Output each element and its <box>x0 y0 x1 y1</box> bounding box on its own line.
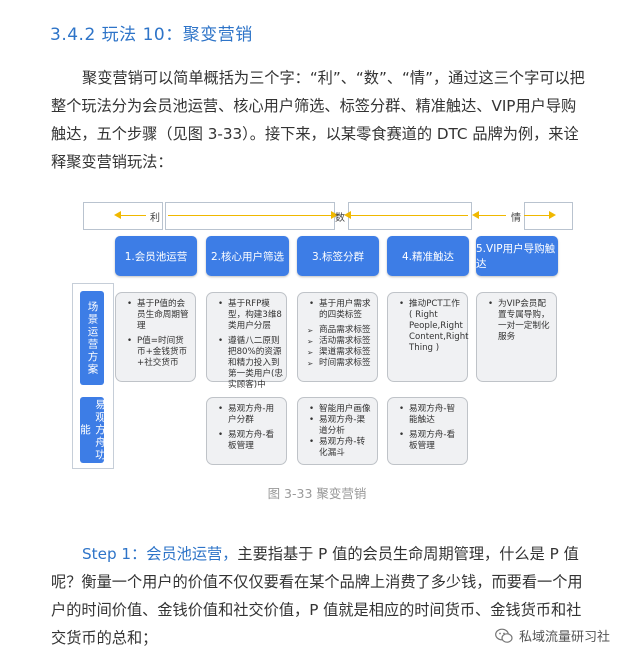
top-box-li <box>83 202 163 230</box>
top-box-shu-right <box>348 202 472 230</box>
arrow-qing-left <box>472 211 506 219</box>
scenario-card-2: 基于RFP模型，构建3维8类用户分层 遵循八二原则把80%的资源和精力投入到第一… <box>206 292 287 390</box>
card-item: 易观方舟-看板管理 <box>216 430 280 452</box>
card-item: 推动PCT工作 ( Right People,Right Content,Rig… <box>397 299 469 354</box>
top-box-qing <box>524 202 573 230</box>
card-item: 智能用户画像 <box>307 404 371 415</box>
step-box-3: 3.标签分群 <box>297 236 379 276</box>
arrow-li <box>114 211 146 219</box>
watermark: 私域流量研习社 <box>495 626 610 645</box>
section-heading: 3.4.2 玩法 10：聚变营销 <box>50 25 253 45</box>
scenario-card-3: 基于用户需求的四类标签 商品需求标签 活动需求标签 渠道需求标签 时间需求标签 <box>297 292 378 382</box>
step-box-1: 1.会员池运营 <box>115 236 197 276</box>
card-item: 基于用户需求的四类标签 <box>307 299 371 321</box>
intro-paragraph: 聚变营销可以简单概括为三个字：“利”、“数”、“情”，通过这三个字可以把整个玩法… <box>51 69 585 171</box>
scenario-card-4: 推动PCT工作 ( Right People,Right Content,Rig… <box>387 292 469 382</box>
card-item: 基于RFP模型，构建3维8类用户分层 <box>216 299 283 332</box>
label-qing: 情 <box>511 213 521 224</box>
card-item: 易观方舟-用户分群 <box>216 404 280 426</box>
tool-card-4: 易观方舟-智能触达 易观方舟-看板管理 <box>387 397 468 465</box>
card-item: P值=时间货币+金钱货币+社交货币 <box>125 336 189 369</box>
step-box-2: 2.核心用户筛选 <box>206 236 289 276</box>
arrow-shu-left <box>168 211 338 219</box>
tool-card-3: 智能用户画像 易观方舟-渠道分析 易观方舟-转化漏斗 <box>297 397 378 465</box>
wechat-icon <box>495 628 513 644</box>
card-subitem: 商品需求标签 <box>307 325 371 336</box>
card-subitem: 活动需求标签 <box>307 336 371 347</box>
figure-caption: 图 3-33 聚变营销 <box>267 486 367 501</box>
card-subitem: 渠道需求标签 <box>307 347 371 358</box>
scenario-card-1: 基于P值的会员生命周期管理 P值=时间货币+金钱货币+社交货币 <box>115 292 196 382</box>
step1-text: 主要指基于 P 值的会员生命周期管理，什么是 P 值呢？衡量一个用户的价值不仅仅… <box>51 545 583 647</box>
card-item: 易观方舟-智能触达 <box>397 404 461 426</box>
step-box-4: 4.精准触达 <box>387 236 469 276</box>
label-shu: 数 <box>335 213 345 224</box>
card-item: 易观方舟-转化漏斗 <box>307 437 371 459</box>
tool-card-2: 易观方舟-用户分群 易观方舟-看板管理 <box>206 397 287 465</box>
card-item: 遵循八二原则把80%的资源和精力投入到第一类用户(忠实顾客)中 <box>216 336 283 391</box>
card-item: 为VIP会员配置专属导购，一对一定制化服务 <box>486 299 550 343</box>
card-item: 易观方舟-渠道分析 <box>307 415 371 437</box>
card-item: 易观方舟-看板管理 <box>397 430 461 452</box>
watermark-text: 私域流量研习社 <box>518 630 610 645</box>
arrow-shu-right <box>344 211 468 219</box>
label-li: 利 <box>150 213 160 224</box>
scenario-card-5: 为VIP会员配置专属导购，一对一定制化服务 <box>476 292 557 382</box>
step1-paragraph: Step 1：会员池运营，主要指基于 P 值的会员生命周期管理，什么是 P 值呢… <box>51 540 591 652</box>
top-box-shu-left <box>165 202 335 230</box>
arrow-qing-right <box>524 211 556 219</box>
step1-label: Step 1：会员池运营， <box>82 545 238 563</box>
step-box-5: 5.VIP用户导购触达 <box>476 236 558 276</box>
card-subitem: 时间需求标签 <box>307 358 371 369</box>
side-label-tool: 易观方舟功能 <box>79 397 106 463</box>
side-label-scenario: 场景运营方案 <box>80 291 104 385</box>
card-item: 基于P值的会员生命周期管理 <box>125 299 189 332</box>
